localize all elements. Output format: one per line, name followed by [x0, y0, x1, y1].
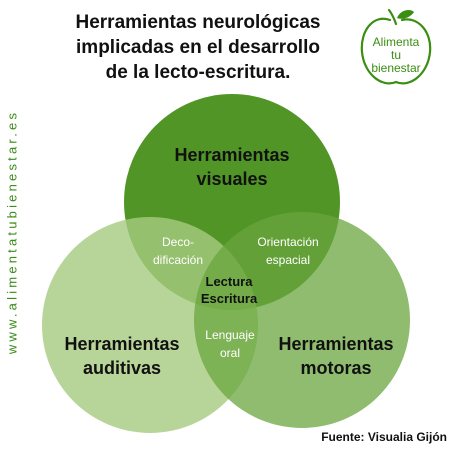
motor-label: Herramientas motoras: [278, 334, 394, 378]
spatial-orientation-label: Orientación espacial: [257, 235, 319, 267]
motor-circle: [194, 212, 410, 428]
apple-outline-icon: [360, 8, 432, 85]
reading-writing-label: Lectura Escritura: [200, 274, 258, 306]
auditory-circle: [42, 217, 258, 433]
logo-line-1: Alimenta: [372, 35, 420, 49]
logo-line-3: bienestar: [371, 61, 421, 75]
logo-line-2: tu: [390, 48, 401, 62]
logo-text: Alimenta tu bienestar: [356, 36, 436, 75]
auditory-label: Herramientas auditivas: [64, 334, 180, 378]
title-line-1: Herramientas neurológicas: [75, 12, 321, 33]
brand-logo: Alimenta tu bienestar: [356, 8, 436, 90]
visual-label: Herramientas visuales: [174, 145, 290, 189]
title-line-3: de la lecto-escritura.: [105, 62, 291, 83]
decodification-label: Deco- dificación: [152, 235, 204, 267]
source-credit: Fuente: Visualia Gijón: [321, 430, 447, 444]
title-line-2: implicadas en el desarrollo: [76, 37, 320, 58]
diagram-title: Herramientas neurológicas implicadas en …: [48, 10, 348, 85]
oral-language-label: Lenguaje oral: [205, 328, 255, 360]
